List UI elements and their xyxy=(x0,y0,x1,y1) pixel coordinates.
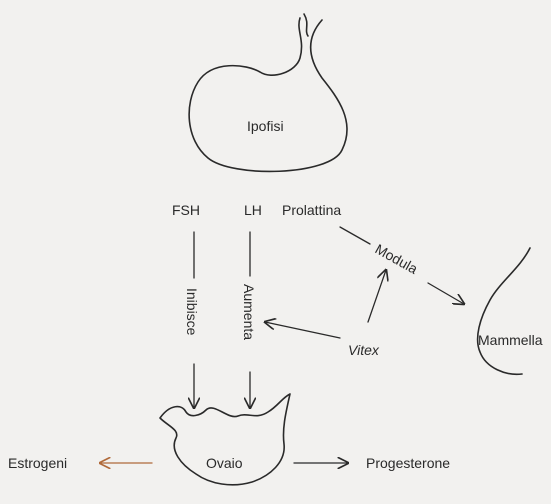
prolactin-label: Prolattina xyxy=(282,202,341,218)
fsh-label: FSH xyxy=(172,202,200,218)
pituitary-gland-shape xyxy=(189,18,347,171)
breast-shape xyxy=(478,248,530,374)
inhibits-label: Inibisce xyxy=(184,288,200,336)
ovary-label: Ovaio xyxy=(206,455,243,471)
increases-label: Aumenta xyxy=(241,284,257,340)
prolactin-arrow-to-breast xyxy=(428,283,464,304)
progesterone-label: Progesterone xyxy=(366,455,450,471)
lh-label: LH xyxy=(244,202,262,218)
vitex-label: Vitex xyxy=(348,342,380,358)
vitex-arrow-to-modula xyxy=(368,270,386,322)
pituitary-label: Ipofisi xyxy=(247,118,284,134)
vitex-arrow-to-lh xyxy=(265,322,340,338)
modulates-label: Modula xyxy=(373,241,421,277)
prolactin-line-upper xyxy=(340,227,370,244)
estrogens-label: Estrogeni xyxy=(8,455,67,471)
pituitary-stalk-shape xyxy=(304,14,308,36)
ovary-shape xyxy=(160,394,290,485)
breast-label: Mammella xyxy=(478,332,543,348)
